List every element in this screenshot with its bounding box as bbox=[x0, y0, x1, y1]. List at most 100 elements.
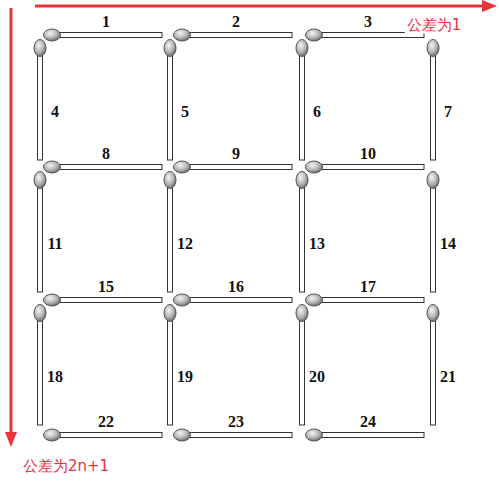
matchstick bbox=[296, 172, 308, 293]
match-head bbox=[44, 161, 61, 173]
match-stick bbox=[38, 313, 43, 425]
callout-number: 19 bbox=[177, 369, 193, 385]
matchstick bbox=[34, 40, 46, 161]
callout-number: 18 bbox=[47, 369, 63, 385]
matchstick bbox=[306, 429, 425, 441]
match-stick bbox=[168, 48, 173, 160]
callout-number: 15 bbox=[98, 279, 114, 295]
matchstick bbox=[164, 172, 176, 293]
match-stick bbox=[52, 433, 162, 438]
match-head bbox=[296, 40, 308, 57]
match-stick bbox=[300, 48, 305, 160]
match-stick bbox=[52, 298, 162, 303]
matchstick bbox=[34, 172, 46, 293]
red-arrows bbox=[5, 0, 497, 447]
match-stick bbox=[431, 48, 436, 160]
callout-number: 24 bbox=[360, 414, 376, 430]
match-stick bbox=[314, 165, 424, 170]
matchstick bbox=[174, 429, 293, 441]
match-head bbox=[306, 29, 323, 41]
callout-number: 14 bbox=[440, 236, 456, 252]
matchstick bbox=[306, 294, 425, 306]
matchstick bbox=[44, 429, 163, 441]
match-stick bbox=[431, 313, 436, 425]
match-head bbox=[44, 429, 61, 441]
callout-number: 7 bbox=[444, 104, 452, 120]
match-head bbox=[34, 305, 46, 322]
callout-number: 3 bbox=[364, 14, 372, 30]
matchstick bbox=[44, 294, 163, 306]
match-head bbox=[174, 161, 191, 173]
matchstick bbox=[306, 161, 425, 173]
callout-number: 4 bbox=[51, 104, 59, 120]
match-head bbox=[296, 172, 308, 189]
match-head bbox=[44, 294, 61, 306]
match-head bbox=[34, 172, 46, 189]
match-head bbox=[34, 40, 46, 57]
callout-number: 5 bbox=[181, 104, 189, 120]
callout-number: 13 bbox=[309, 236, 325, 252]
difference-note: 公差为2n+1 bbox=[21, 458, 111, 475]
match-stick bbox=[314, 298, 424, 303]
match-stick bbox=[300, 313, 305, 425]
match-head bbox=[164, 172, 176, 189]
callout-number: 23 bbox=[228, 414, 244, 430]
match-head bbox=[306, 161, 323, 173]
arrow-line bbox=[35, 5, 484, 8]
matchstick bbox=[44, 29, 163, 41]
match-head bbox=[164, 40, 176, 57]
callout-number: 22 bbox=[98, 414, 114, 430]
match-head bbox=[427, 172, 439, 189]
match-stick bbox=[38, 180, 43, 292]
callout-number: 6 bbox=[313, 104, 321, 120]
match-stick bbox=[168, 313, 173, 425]
matchstick bbox=[296, 40, 308, 161]
callout-number: 1 bbox=[102, 14, 110, 30]
matchstick bbox=[174, 294, 293, 306]
matchstick bbox=[427, 305, 439, 426]
match-stick bbox=[300, 180, 305, 292]
match-stick bbox=[182, 33, 292, 38]
match-stick bbox=[168, 180, 173, 292]
match-stick bbox=[52, 33, 162, 38]
match-head bbox=[44, 29, 61, 41]
match-head bbox=[306, 294, 323, 306]
match-stick bbox=[314, 433, 424, 438]
match-head bbox=[174, 294, 191, 306]
callout-number: 2 bbox=[232, 14, 240, 30]
callout-number: 20 bbox=[309, 369, 325, 385]
match-head bbox=[174, 29, 191, 41]
match-head bbox=[427, 40, 439, 57]
match-stick bbox=[38, 48, 43, 160]
callout-number: 17 bbox=[360, 279, 376, 295]
callout-number: 9 bbox=[232, 146, 240, 162]
matchstick bbox=[164, 40, 176, 161]
arrow-head bbox=[482, 0, 497, 12]
matchstick bbox=[174, 29, 293, 41]
match-head bbox=[164, 305, 176, 322]
callout-number: 11 bbox=[47, 236, 62, 252]
match-stick bbox=[182, 298, 292, 303]
callout-number: 10 bbox=[360, 146, 376, 162]
matchstick bbox=[34, 305, 46, 426]
matchstick bbox=[296, 305, 308, 426]
matchstick bbox=[174, 161, 293, 173]
callout-number: 12 bbox=[177, 236, 193, 252]
match-head bbox=[174, 429, 191, 441]
match-head bbox=[306, 429, 323, 441]
matchstick bbox=[427, 172, 439, 293]
matchsticks bbox=[34, 29, 439, 441]
matchstick bbox=[427, 40, 439, 161]
match-head bbox=[427, 305, 439, 322]
callout-number: 16 bbox=[228, 279, 244, 295]
arrow-head bbox=[5, 432, 17, 447]
match-stick bbox=[182, 165, 292, 170]
difference-note: 公差为1 bbox=[405, 17, 464, 34]
match-head bbox=[296, 305, 308, 322]
match-stick bbox=[431, 180, 436, 292]
callout-number: 21 bbox=[440, 369, 456, 385]
match-stick bbox=[52, 165, 162, 170]
